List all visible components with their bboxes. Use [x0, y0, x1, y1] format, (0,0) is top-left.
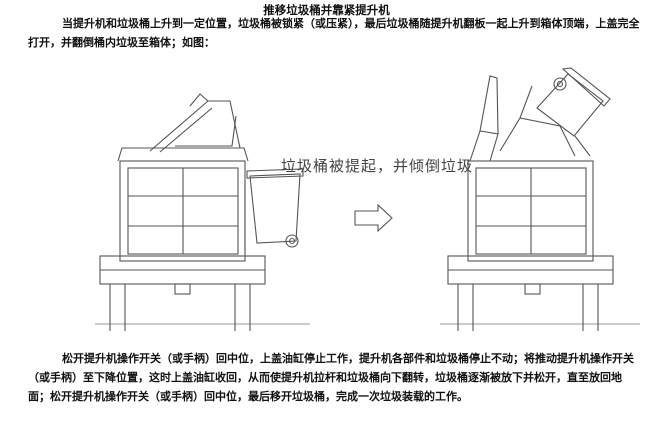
paragraph-steps: 松开提升机操作开关（或手柄）回中位，上盖油缸停止工作，提升机各部件和垃圾桶停止不… [28, 352, 634, 403]
truck-illustration [95, 67, 640, 331]
figure-caption: 垃圾桶被提起，并倾倒垃圾 [281, 157, 474, 175]
document-title: 推移垃圾桶并靠紧提升机 [263, 3, 390, 17]
figure: 垃圾桶被提起，并倾倒垃圾 [0, 56, 653, 346]
transition-arrow [354, 203, 393, 233]
paragraph-intro: 当提升机和垃圾桶上升到一定位置，垃圾桶被锁紧（或压紧），最后垃圾桶随提升机翻板一… [28, 17, 640, 49]
right-truck [440, 67, 640, 331]
left-truck [95, 93, 310, 331]
